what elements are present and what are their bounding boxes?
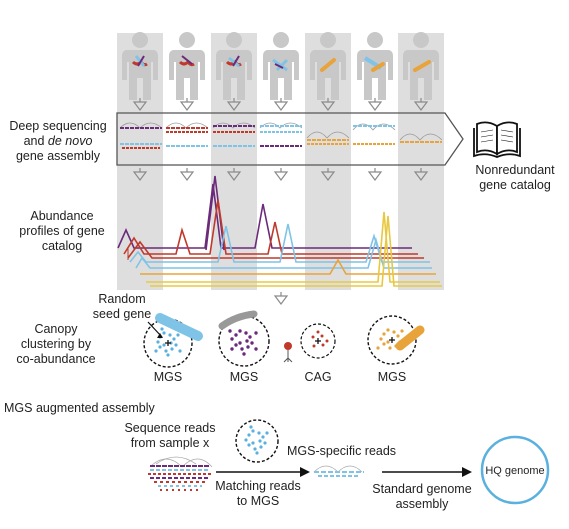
- label-abundance-line1: Abundance: [30, 209, 94, 223]
- person-icon: [122, 32, 158, 100]
- label-sequence-reads-line1: Sequence reads: [124, 421, 216, 435]
- person-icon: [357, 32, 393, 100]
- person-icon: [216, 32, 252, 100]
- label-catalog-line1: Nonredundant: [475, 163, 555, 177]
- label-abundance: Abundance profiles of gene catalog: [12, 209, 112, 254]
- sample-reads-pile: [148, 456, 213, 491]
- label-mgs-specific-reads: MGS-specific reads: [287, 444, 397, 458]
- label-seed-line1: Random: [98, 292, 146, 306]
- down-arrow-icon: [180, 167, 194, 181]
- assembly-arrow: [116, 112, 464, 166]
- profile-purple: [117, 183, 412, 249]
- label-de-novo: de novo: [47, 134, 93, 148]
- label-deep-sequencing-line2: and de novo: [2, 134, 114, 149]
- label-canopy: Canopy clustering by co-abundance: [2, 322, 110, 367]
- label-sequence-reads: Sequence reads from sample x: [118, 421, 222, 451]
- mgs-specific-reads: [313, 465, 364, 477]
- cluster-cag: [300, 323, 336, 359]
- label-seed: Random seed gene: [88, 292, 156, 322]
- assembly-reads: [119, 122, 443, 149]
- profile-red-2: [127, 240, 424, 259]
- label-matching-reads-line1: Matching reads: [215, 479, 301, 493]
- label-abundance-line3: catalog: [41, 239, 83, 253]
- person-icon: [310, 32, 346, 100]
- label-standard-assembly-line2: assembly: [395, 497, 449, 511]
- open-book-icon: [473, 121, 521, 158]
- profile-orange: [140, 258, 436, 275]
- label-matching-reads-line2: to MGS: [236, 494, 280, 508]
- label-canopy-line1: Canopy: [34, 322, 78, 336]
- label-catalog: Nonredundant gene catalog: [465, 163, 565, 193]
- bacterium-icon: [395, 325, 425, 351]
- label-standard-assembly: Standard genome assembly: [370, 482, 474, 512]
- down-arrow-icon: [274, 291, 288, 305]
- down-arrow-icon: [368, 167, 382, 181]
- label-standard-assembly-line1: Standard genome: [372, 482, 472, 496]
- person-icon: [403, 32, 439, 100]
- person-icon: [263, 32, 299, 100]
- bacterium-icon: [155, 313, 203, 341]
- label-sequence-reads-line2: from sample x: [130, 436, 210, 450]
- right-arrow-icon: [300, 467, 310, 477]
- label-canopy-line3: co-abundance: [16, 352, 96, 366]
- label-deep-sequencing-line1: Deep sequencing: [9, 119, 107, 133]
- right-arrow-icon: [462, 467, 472, 477]
- label-seed-line2: seed gene: [92, 307, 152, 321]
- label-canopy-line2: clustering by: [20, 337, 92, 351]
- augmented-assembly-graphics: [148, 419, 550, 505]
- bacterium-icon: [218, 310, 258, 330]
- label-matching-reads: Matching reads to MGS: [212, 479, 304, 509]
- label-catalog-line2: gene catalog: [479, 178, 551, 192]
- people-row: [122, 32, 439, 100]
- abundance-profiles: [117, 175, 442, 287]
- canopy-clusters: [143, 310, 425, 368]
- person-icon: [169, 32, 205, 100]
- label-deep-sequencing: Deep sequencing and de novo gene assembl…: [2, 119, 114, 164]
- down-arrows-row-2: [133, 167, 428, 181]
- profile-yellow: [146, 211, 440, 283]
- label-deep-sequencing-and: and: [23, 134, 48, 148]
- cluster-label-mgs-1: MGS: [153, 370, 183, 384]
- label-deep-sequencing-line3: gene assembly: [15, 149, 101, 163]
- hq-genome-circle: [480, 435, 550, 505]
- label-abundance-line2: profiles of gene: [19, 224, 105, 238]
- label-augmented-title: MGS augmented assembly: [4, 401, 155, 415]
- profile-yellow-2: [150, 215, 442, 287]
- cluster-label-cag: CAG: [304, 370, 332, 384]
- profile-red: [123, 199, 418, 255]
- down-arrow-icon: [274, 167, 288, 181]
- cluster-label-mgs-2: MGS: [229, 370, 259, 384]
- mgs-dot-cluster: [235, 419, 279, 463]
- label-hq-genome: HQ genome: [485, 465, 545, 477]
- phage-icon: [283, 342, 293, 363]
- cluster-label-mgs-4: MGS: [377, 370, 407, 384]
